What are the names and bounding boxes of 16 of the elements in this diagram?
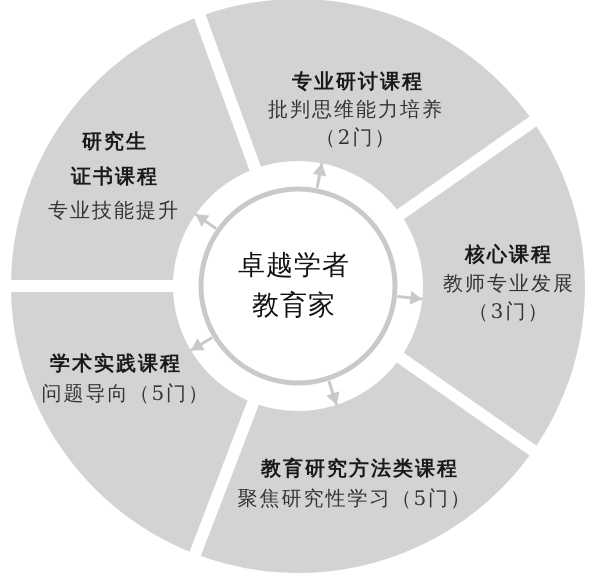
segment-heading: 核心课程 <box>465 241 553 268</box>
arrow <box>194 213 217 230</box>
segment-heading: 教育研究方法类课程 <box>261 455 459 482</box>
arrow <box>326 380 340 406</box>
segment-description: 批判思维能力培养（2门） <box>267 96 445 151</box>
arrow <box>312 163 326 188</box>
segment-description: 聚焦研究性学习（5门） <box>238 485 472 512</box>
segment-description: 问题导向（5门） <box>42 380 210 407</box>
hub-title: 卓越学者教育家 <box>237 249 351 323</box>
arrow <box>190 336 214 352</box>
arrow <box>397 290 422 305</box>
segment-description: 教师专业发展（3门） <box>442 270 576 325</box>
segment-heading: 研究生证书课程 <box>71 128 159 190</box>
segment-heading: 专业研讨课程 <box>292 68 424 95</box>
segment-description: 专业技能提升 <box>48 197 180 224</box>
segment-heading: 学术实践课程 <box>50 350 182 377</box>
